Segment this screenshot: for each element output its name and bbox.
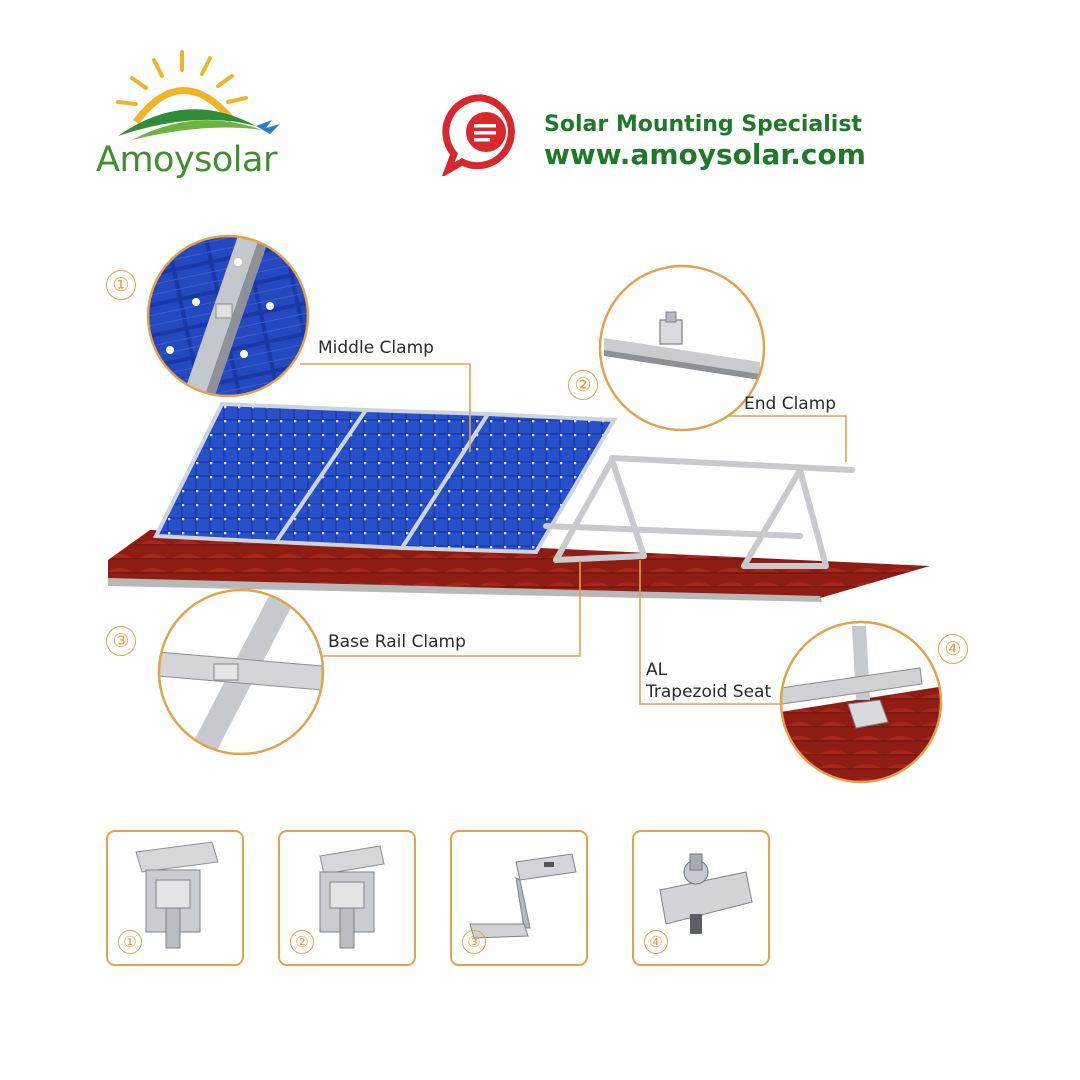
solar-panel-array <box>152 401 618 555</box>
chat-icon <box>440 92 524 176</box>
end-clamp-label: End Clamp <box>744 394 837 414</box>
callout-number-4: ④ <box>938 634 968 664</box>
base-rail-clamp-detail <box>157 588 325 756</box>
callout-number-2: ② <box>568 370 598 400</box>
trapezoid-seat-icon <box>659 853 753 934</box>
callout-number-3: ③ <box>106 626 136 656</box>
thumbnail-base-rail-clamp: ③ <box>450 830 588 966</box>
sun-logo-icon <box>116 50 280 140</box>
aluminium-frame <box>543 455 855 569</box>
tagline: Solar Mounting Specialist <box>544 112 862 137</box>
base-rail-clamp-label: Base Rail Clamp <box>328 632 466 652</box>
middle-clamp-icon <box>135 841 219 949</box>
leader-lines <box>300 363 847 705</box>
tiled-roof <box>108 530 930 602</box>
thumbnail-trapezoid-seat: ④ <box>632 830 770 966</box>
middle-clamp-label: Middle Clamp <box>318 338 434 358</box>
callout-number-1: ① <box>106 270 136 300</box>
trapezoid-seat-label-line1: AL <box>646 660 668 680</box>
base-rail-clamp-icon <box>469 853 577 939</box>
thumbnail-number-2: ② <box>290 930 314 954</box>
end-clamp-detail <box>598 264 766 432</box>
middle-clamp-detail <box>146 234 310 398</box>
thumbnail-end-clamp: ② <box>278 830 416 966</box>
trapezoid-seat-label-line2: Trapezoid Seat <box>646 682 772 702</box>
thumbnail-number-1: ① <box>118 930 142 954</box>
trapezoid-seat-detail <box>779 620 943 784</box>
brand-logo <box>96 40 296 190</box>
website-link[interactable]: www.amoysolar.com <box>544 138 866 171</box>
brand-name: Amoysolar <box>96 140 277 180</box>
thumbnail-middle-clamp: ① <box>106 830 244 966</box>
end-clamp-icon <box>319 845 385 949</box>
thumbnail-number-4: ④ <box>644 930 668 954</box>
thumbnail-number-3: ③ <box>462 930 486 954</box>
